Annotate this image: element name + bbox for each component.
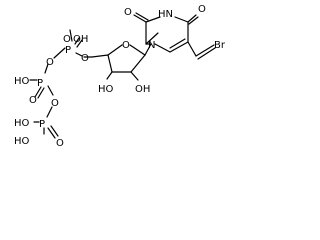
bond-lines [29, 12, 216, 139]
atom-label-uracil-carbonyl-o-top: O [124, 7, 132, 18]
atom-label-p-gamma: P [39, 119, 45, 130]
atom-label-uracil-carbonyl-o-right: O [198, 4, 206, 15]
atom-label-nh: HN [158, 9, 173, 20]
atom-label-2prime-oh: OH [135, 84, 150, 95]
atom-label-5prime-o: O [81, 53, 89, 64]
atom-label-gamma-ho-2: HO [14, 136, 30, 147]
atom-label-gamma-ho-1: HO [14, 118, 30, 129]
atom-label-bridge-o-ab: O [46, 57, 54, 68]
atom-label-gamma-dbl-o: O [56, 138, 64, 149]
atom-label-ring-n: N [148, 40, 155, 51]
atom-label-p-alpha: P [65, 45, 71, 56]
atom-label-bridge-o-bg: O [51, 98, 59, 109]
atom-label-beta-ho: HO [14, 76, 30, 87]
atom-label-furanose-o: O [122, 40, 130, 51]
atom-label-alpha-oh: OH [73, 34, 88, 45]
atom-label-alpha-dbl-o: O [63, 34, 71, 45]
atom-labels: O HN O N Br O OH HO OH O P O O HO P O O … [14, 4, 226, 149]
atom-label-bromine: Br [214, 40, 226, 51]
atom-label-beta-dbl-o: O [29, 95, 37, 106]
molecule-diagram: O HN O N Br O OH HO OH O P O O HO P O O … [14, 4, 226, 149]
atom-label-p-beta: P [37, 78, 43, 89]
atom-label-3prime-ho: HO [98, 84, 114, 95]
